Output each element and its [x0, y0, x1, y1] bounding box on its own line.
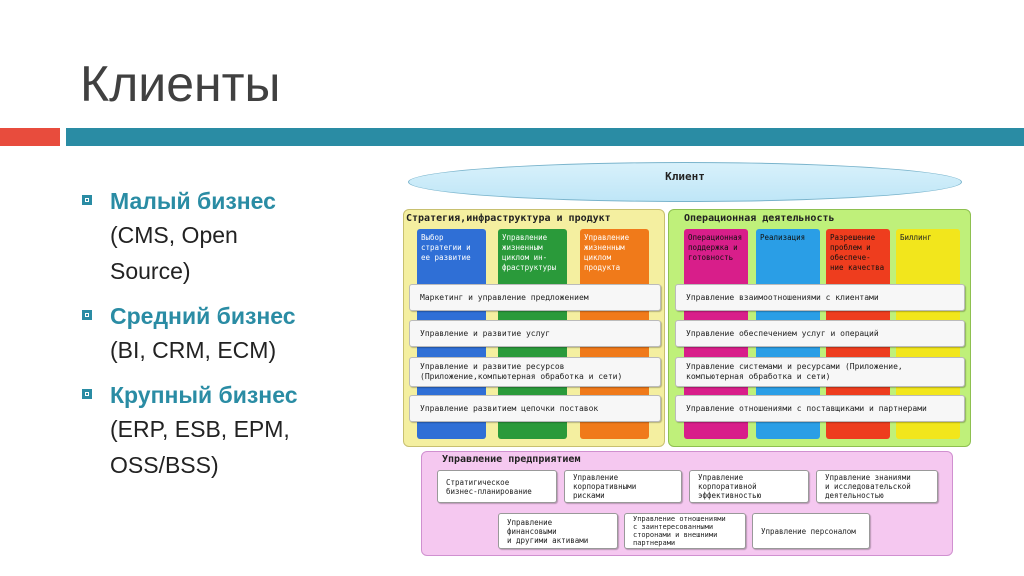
bullet-list: Малый бизнес (CMS, Open Source) Средний …	[82, 186, 382, 495]
bullet-detail: Source)	[110, 258, 191, 284]
operations-panel-title: Операционная деятельность	[684, 213, 835, 224]
title-accent-bar-teal	[66, 128, 1024, 146]
slide-title: Клиенты	[80, 56, 281, 112]
enterprise-box: Управление корпоративными рисками	[564, 470, 682, 503]
process-bar: Управление системами и ресурсами (Прилож…	[675, 357, 965, 387]
process-bar: Управление обеспечением услуг и операций	[675, 320, 965, 347]
process-bar: Управление и развитие услуг	[409, 320, 661, 347]
process-bar: Управление и развитие ресурсов (Приложен…	[409, 357, 661, 387]
strategy-panel-title: Стратегия,инфраструктура и продукт	[406, 213, 611, 224]
bullet-item-small-business: Малый бизнес (CMS, Open Source)	[82, 186, 382, 289]
enterprise-box: Стратигическое бизнес-планирование	[437, 470, 557, 503]
bullet-detail: OSS/BSS)	[110, 452, 219, 478]
enterprise-box: Управление персоналом	[752, 513, 870, 549]
process-bar: Маркетинг и управление предложением	[409, 284, 661, 311]
bullet-item-large-business: Крупный бизнес (ERP, ESB, EPM, OSS/BSS)	[82, 380, 382, 483]
enterprise-box: Управление знаниями и исследовательской …	[816, 470, 938, 503]
bullet-heading: Крупный бизнес	[110, 382, 298, 408]
bullet-item-medium-business: Средний бизнес (BI, CRM, ECM)	[82, 301, 382, 368]
title-accent-bar-red	[0, 128, 60, 146]
enterprise-box: Управление отношениями с заинтересованны…	[624, 513, 746, 549]
process-bar: Управление отношениями с поставщиками и …	[675, 395, 965, 422]
enterprise-box: Управление корпоративной эффективностью	[689, 470, 809, 503]
bullet-heading: Средний бизнес	[110, 303, 296, 329]
enterprise-panel-title: Управление предприятием	[442, 454, 581, 465]
square-bullet-icon	[82, 389, 92, 399]
process-bar: Управление взаимоотношениями с клиентами	[675, 284, 965, 311]
square-bullet-icon	[82, 195, 92, 205]
bullet-detail: (BI, CRM, ECM)	[110, 337, 277, 363]
client-ellipse: Клиент	[408, 162, 962, 202]
enterprise-box: Управление финансовыми и другими активам…	[498, 513, 618, 549]
process-bar: Управление развитием цепочки поставок	[409, 395, 661, 422]
bullet-detail: (ERP, ESB, EPM,	[110, 416, 290, 442]
bullet-detail: (CMS, Open	[110, 222, 238, 248]
bullet-heading: Малый бизнес	[110, 188, 276, 214]
square-bullet-icon	[82, 310, 92, 320]
